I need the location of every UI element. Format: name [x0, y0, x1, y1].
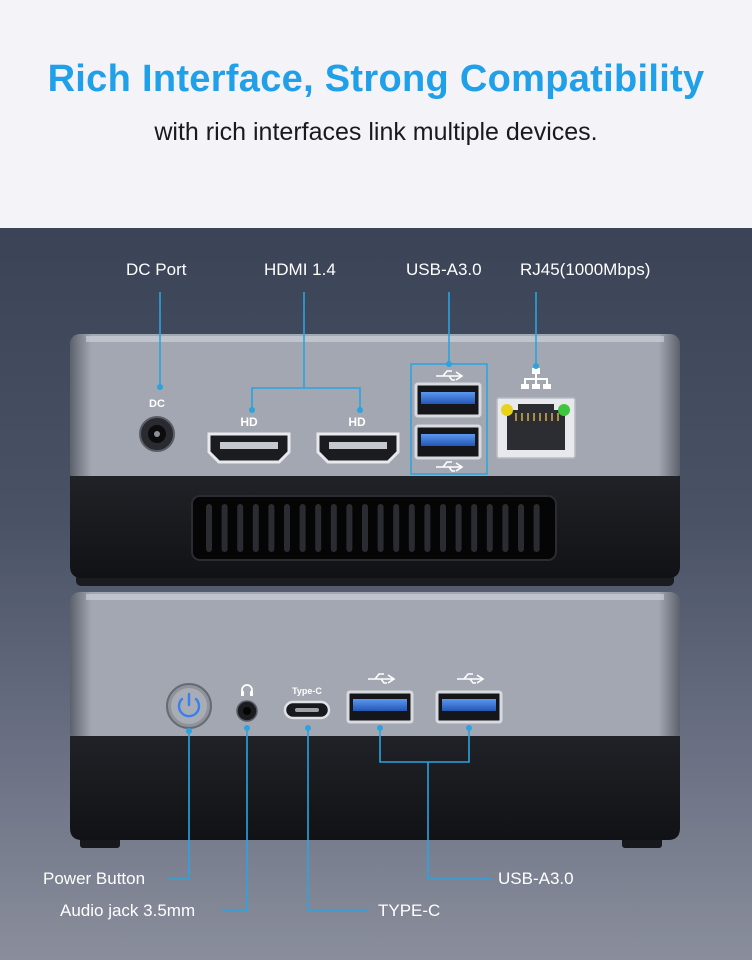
vent-slot — [268, 504, 275, 552]
network-icon — [521, 368, 551, 389]
bottom-unit-dark-panel — [70, 736, 680, 840]
vent-slot — [408, 504, 415, 552]
type-c-mark: Type-C — [292, 686, 322, 696]
usb-port-bottom-right — [435, 690, 503, 724]
usb-icon — [368, 673, 396, 684]
vent-slot — [518, 504, 524, 552]
headphone-icon — [241, 684, 253, 696]
label-usb-a-bottom: USB-A3.0 — [498, 869, 574, 888]
hdmi-port-left — [207, 432, 291, 464]
link-led-green — [558, 404, 570, 416]
usb-icon — [457, 673, 485, 684]
link-led-yellow — [501, 404, 513, 416]
label-dc-port: DC Port — [126, 260, 187, 279]
callout-power — [168, 731, 190, 880]
callout-usb-bottom — [379, 728, 492, 880]
vent-slot — [284, 504, 290, 552]
vent-slot — [440, 504, 446, 552]
label-hdmi: HDMI 1.4 — [264, 260, 336, 279]
vent-slot — [330, 504, 337, 552]
usb-port-bottom-left — [346, 690, 414, 724]
callout-dots — [157, 361, 539, 734]
callout-lines — [159, 292, 537, 912]
usb-port-upper — [414, 382, 482, 418]
vent-slot — [237, 504, 244, 552]
dc-mark: DC — [149, 398, 165, 410]
power-icon — [177, 692, 201, 718]
hdmi-right-mark: HD — [348, 415, 366, 429]
vent-slot — [455, 504, 462, 552]
hdmi-port-right — [316, 432, 400, 464]
usb-icon — [436, 461, 464, 472]
usb-port-lower — [414, 424, 482, 460]
header-banner: Rich Interface, Strong Compatibility wit… — [0, 0, 752, 228]
label-audio-jack: Audio jack 3.5mm — [60, 901, 196, 920]
page-title: Rich Interface, Strong Compatibility — [47, 58, 705, 100]
vent-slots — [206, 504, 540, 552]
vent-slot — [377, 504, 384, 552]
vent-slot — [315, 504, 322, 552]
vent-slot — [424, 504, 431, 552]
bottom-mini-pc: Type-C — [70, 592, 680, 848]
vent-slot — [533, 504, 540, 552]
vent-slot — [393, 504, 400, 552]
vent-slot — [221, 504, 228, 552]
label-power-button: Power Button — [43, 869, 146, 888]
label-type-c: TYPE-C — [378, 901, 441, 920]
callout-audio — [222, 728, 248, 912]
rj45-port — [496, 397, 576, 459]
vent-slot — [252, 504, 259, 552]
power-button — [166, 683, 212, 729]
callout-type-c — [307, 728, 368, 912]
callout-hdmi — [251, 292, 361, 410]
vent-slot — [299, 504, 306, 552]
vent-slot — [486, 504, 493, 552]
usb-icon — [436, 370, 464, 381]
vent-slot — [206, 504, 212, 552]
page-subtitle: with rich interfaces link multiple devic… — [154, 118, 598, 146]
vent-slot — [346, 504, 353, 552]
top-mini-pc: DC HD HD — [70, 334, 680, 586]
type-c-port — [283, 700, 331, 720]
vent-slot — [502, 504, 509, 552]
label-rj45: RJ45(1000Mbps) — [520, 260, 651, 279]
label-usb-a-top: USB-A3.0 — [406, 260, 482, 279]
vent-grille — [191, 495, 557, 561]
hdmi-left-mark: HD — [240, 415, 258, 429]
bottom-unit-metal-panel — [70, 592, 680, 742]
vent-slot — [471, 504, 478, 552]
vent-slot — [362, 504, 368, 552]
